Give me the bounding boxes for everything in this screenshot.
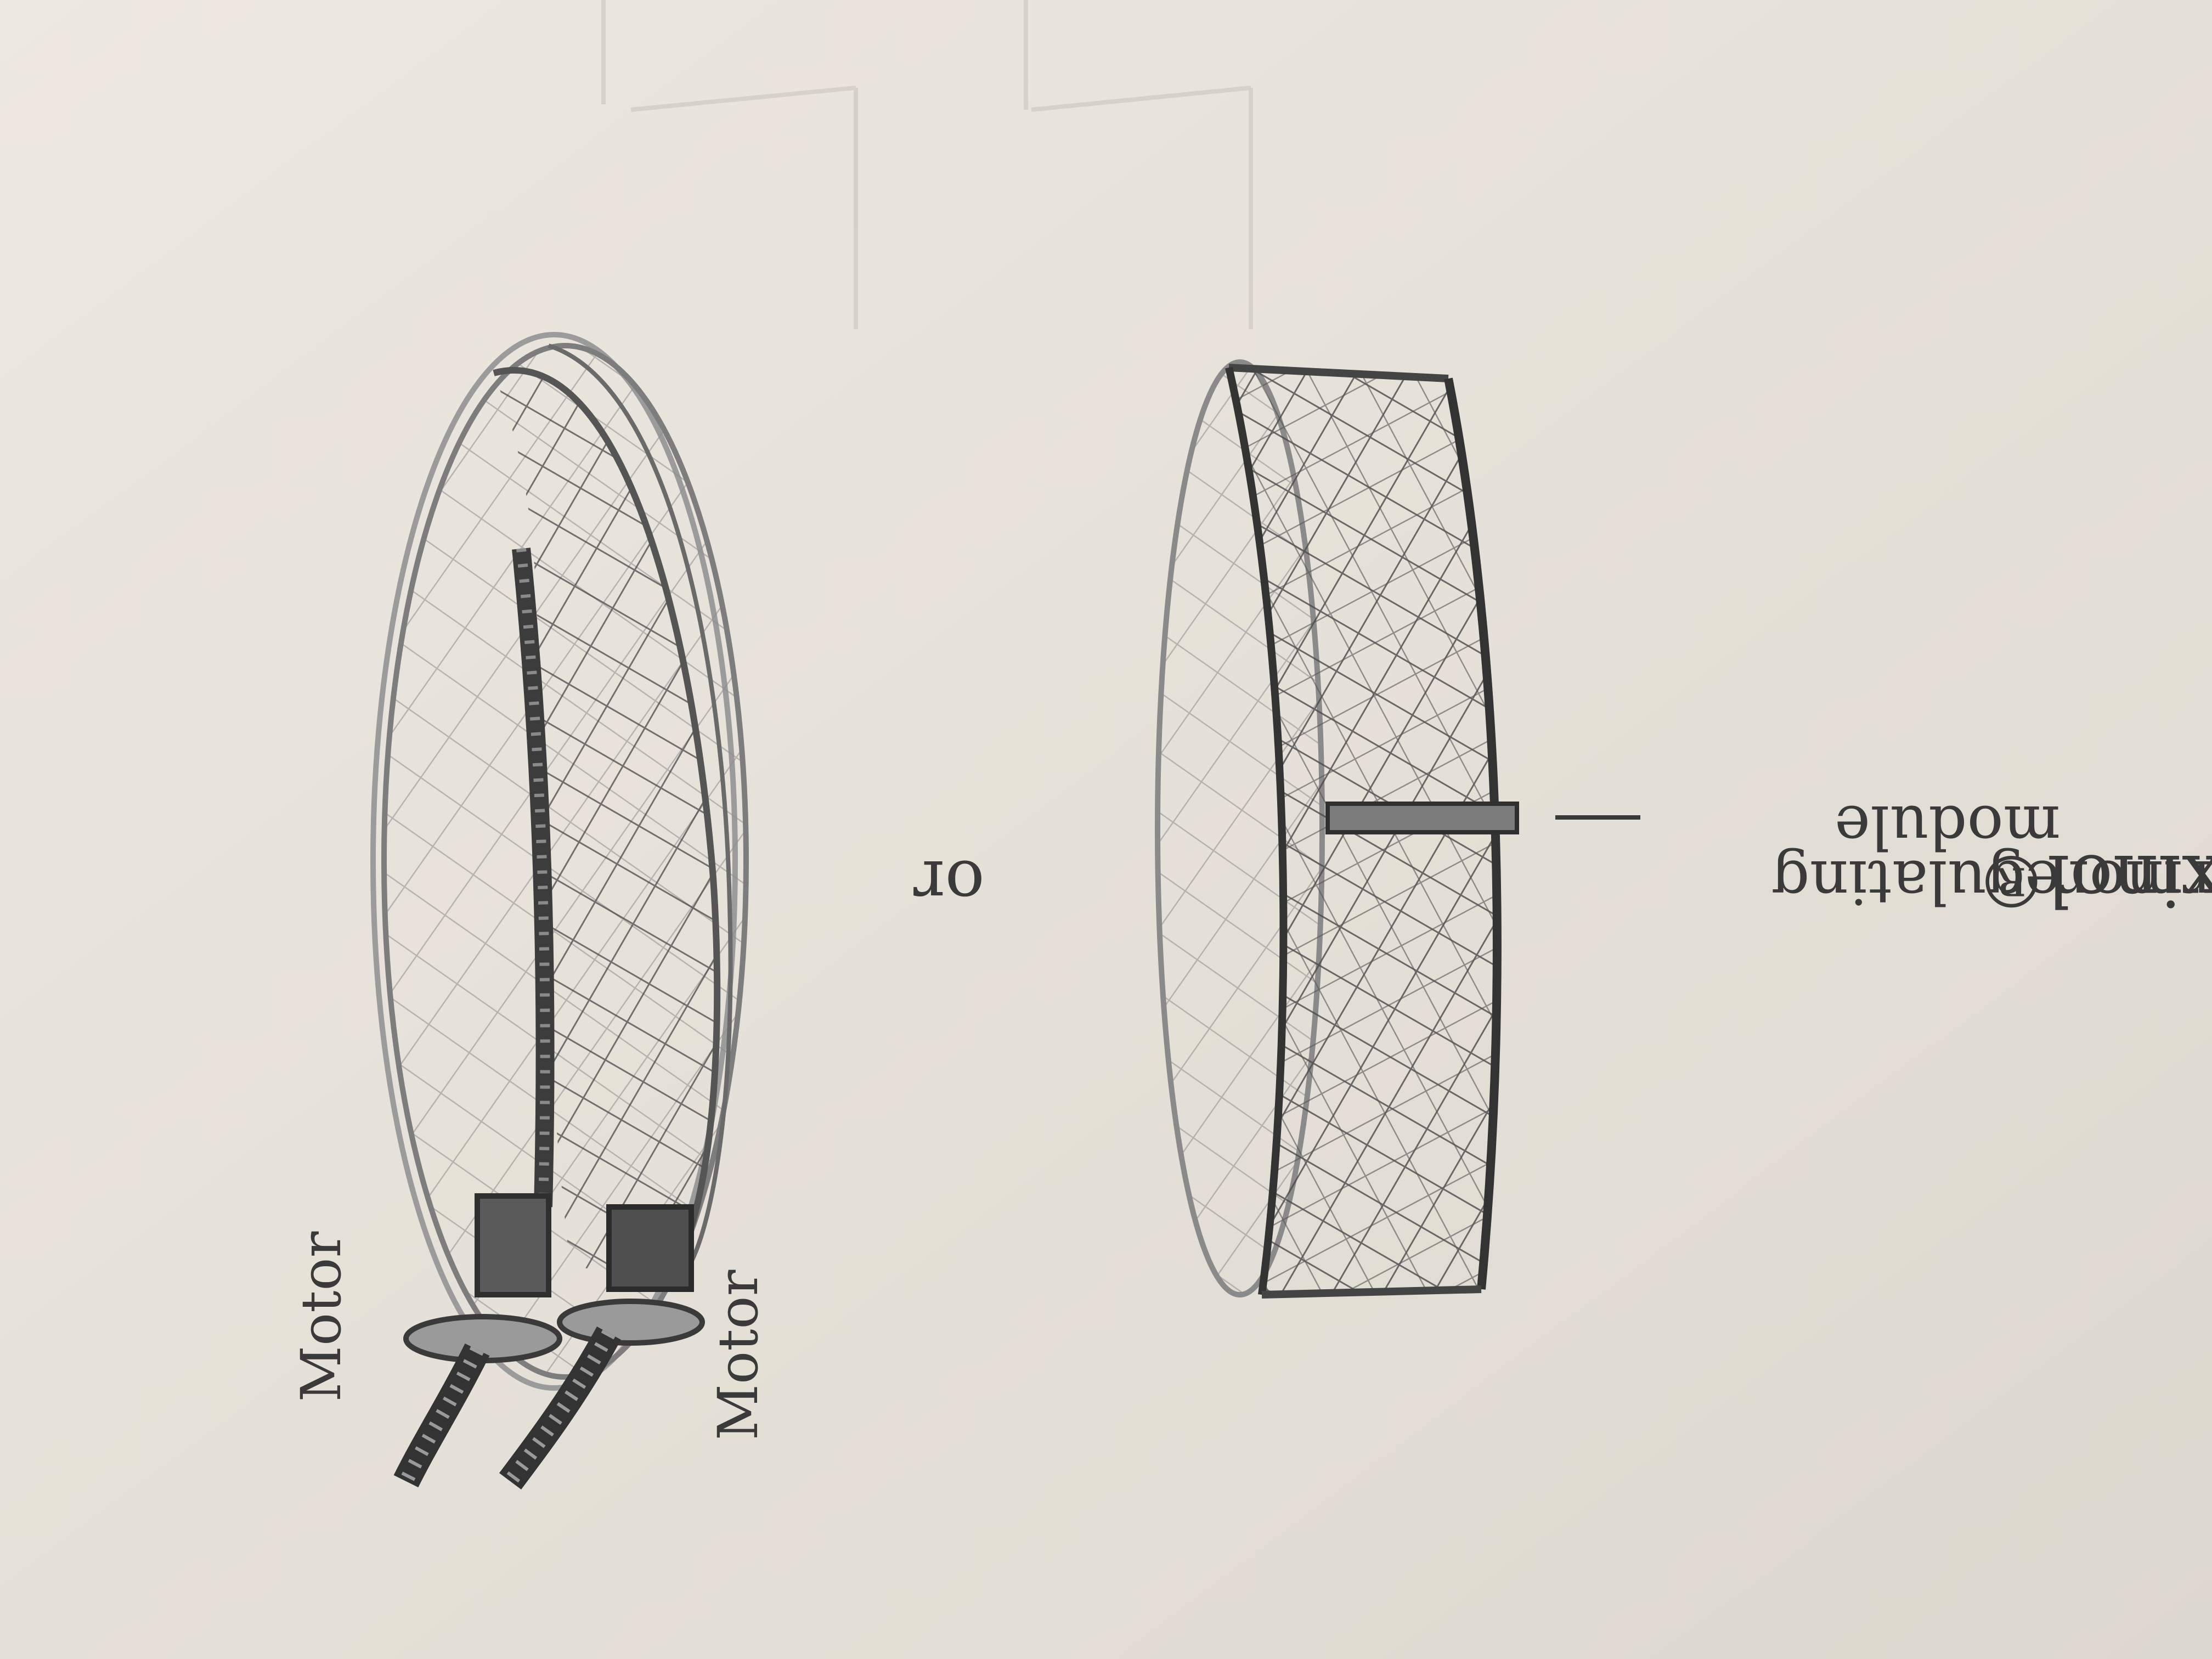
module-label-line2: module	[1835, 792, 2061, 862]
right-motor-disc	[560, 1301, 702, 1343]
motor-label-left: Motor	[289, 1231, 353, 1402]
or-label: or	[913, 845, 985, 922]
motor-label-right: Motor	[706, 1269, 770, 1440]
left-motor-block	[477, 1196, 549, 1295]
right-motor-block	[609, 1207, 691, 1289]
right-band-bottom-edge	[1262, 1289, 1481, 1295]
thermoregulating-module	[1328, 804, 1517, 832]
